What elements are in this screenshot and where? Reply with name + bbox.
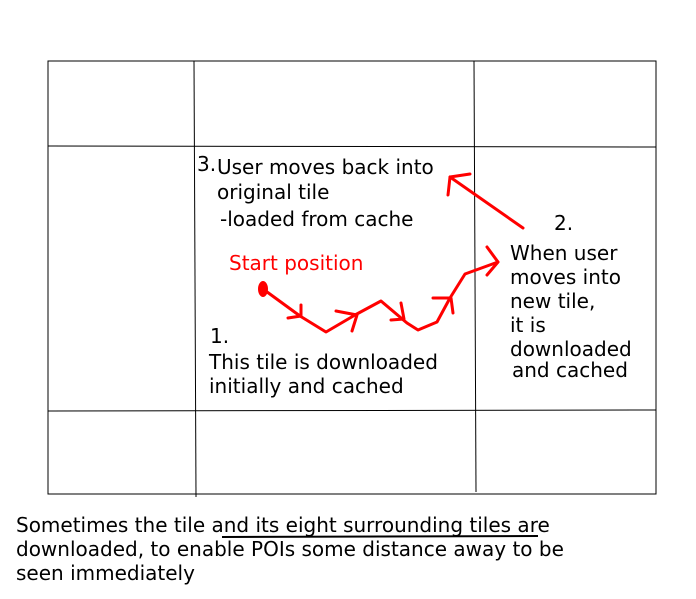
step2-line6: and cached (512, 358, 628, 382)
step2-line5: downloaded (510, 337, 632, 361)
grid-outer-border (47, 60, 657, 495)
return-arrowhead (446, 172, 472, 197)
step1-line1: This tile is downloaded (209, 350, 438, 374)
step1-number: 1. (210, 324, 230, 348)
grid-horizontal-line-top (47, 145, 657, 148)
caption-line3: seen immediately (16, 561, 195, 585)
step2-line2: moves into (510, 265, 621, 289)
caption-line1-underlined: and its eight surrounding tiles (211, 513, 512, 537)
grid-vertical-line-right (473, 60, 477, 493)
path-arrowhead-1 (286, 303, 303, 320)
step2-number: 2. (554, 211, 574, 235)
caption: Sometimes the tile and its eight surroun… (16, 513, 656, 585)
movement-path (258, 172, 525, 334)
path-arrowhead-4 (431, 296, 455, 315)
step2-line1: When user (510, 241, 618, 265)
user-path-line (261, 260, 500, 334)
tile-grid (47, 60, 657, 498)
start-position-label: Start position (229, 251, 364, 275)
caption-line1-before: Sometimes the tile (16, 513, 212, 537)
step3-line2: original tile (217, 180, 330, 204)
path-arrowhead-2 (334, 309, 359, 333)
path-arrowhead-5 (485, 245, 500, 277)
step3-number: 3. (197, 152, 217, 176)
caption-line2: downloaded, to enable POIs some distance… (16, 537, 564, 561)
caption-line1: Sometimes the tile and its eight surroun… (16, 513, 656, 537)
step3-line1: User moves back into (217, 155, 434, 179)
step1-line2: initially and cached (209, 374, 404, 398)
caption-line1-after: are (511, 513, 550, 537)
step3-line3: -loaded from cache (220, 207, 414, 231)
return-arrow-line (448, 175, 525, 230)
path-arrowhead-3 (389, 301, 406, 322)
grid-vertical-line-left (193, 60, 197, 498)
step2-line4: it is (510, 313, 546, 337)
step2-line3: new tile, (510, 289, 596, 313)
grid-horizontal-line-bottom (47, 409, 657, 412)
caption-underline (221, 535, 539, 538)
